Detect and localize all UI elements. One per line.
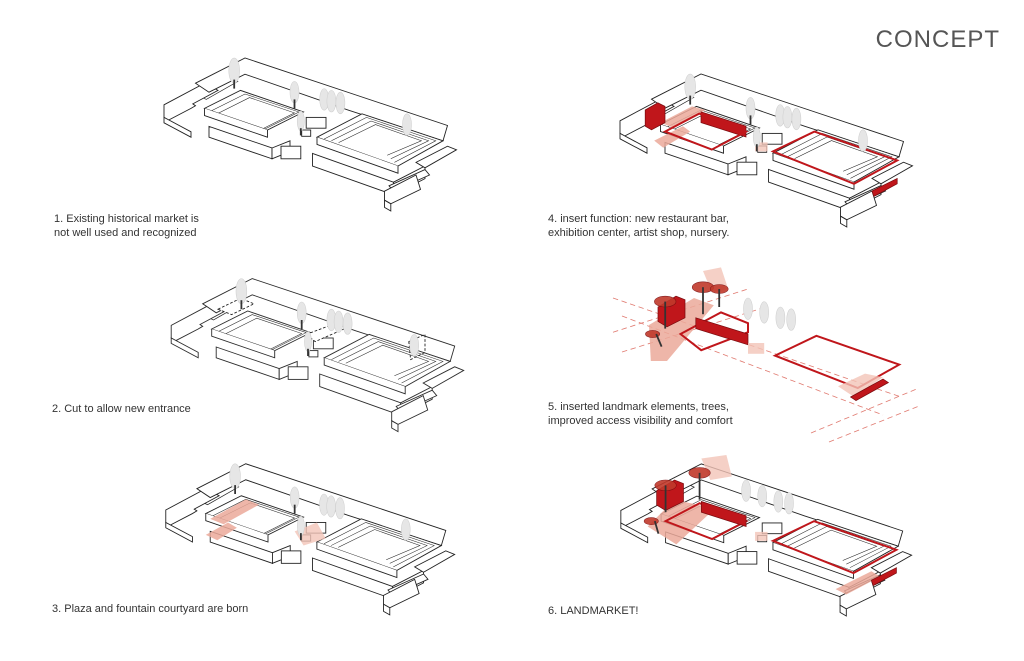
caption-step-5: 5. inserted landmark elements, trees, im… [548, 400, 733, 428]
landmark-canopies [645, 281, 729, 347]
diagram-step-6 [620, 454, 913, 617]
diagram-step-3 [165, 462, 456, 616]
caption-step-6: 6. LANDMARKET! [548, 604, 638, 618]
caption-step-3: 3. Plaza and fountain courtyard are born [52, 602, 248, 616]
page-title: CONCEPT [875, 26, 1000, 53]
caption-line: 5. inserted landmark elements, trees, [548, 401, 729, 413]
caption-step-4: 4. insert function: new restaurant bar, … [548, 212, 729, 240]
caption-line: 1. Existing historical market is [54, 213, 199, 225]
caption-step-2: 2. Cut to allow new entrance [52, 402, 191, 416]
diagram-step-4 [619, 73, 913, 228]
landmark-canopies [643, 467, 711, 534]
caption-line: exhibition center, artist shop, nursery. [548, 227, 730, 239]
diagram-step-2 [170, 277, 465, 433]
diagram-step-5 [612, 267, 920, 443]
caption-line: 3. Plaza and fountain courtyard are born [52, 603, 249, 615]
caption-line: 4. insert function: new restaurant bar, [548, 213, 729, 225]
nursery [871, 177, 898, 197]
restaurant-bar [644, 102, 666, 131]
caption-line: improved access visibility and comfort [548, 415, 733, 427]
caption-step-1: 1. Existing historical market is not wel… [54, 212, 199, 240]
plaza-area [210, 499, 260, 525]
caption-line: not well used and recognized [54, 227, 197, 239]
caption-line: 2. Cut to allow new entrance [52, 403, 191, 415]
diagram-step-1 [163, 57, 457, 212]
caption-line: 6. LANDMARKET! [548, 605, 639, 617]
